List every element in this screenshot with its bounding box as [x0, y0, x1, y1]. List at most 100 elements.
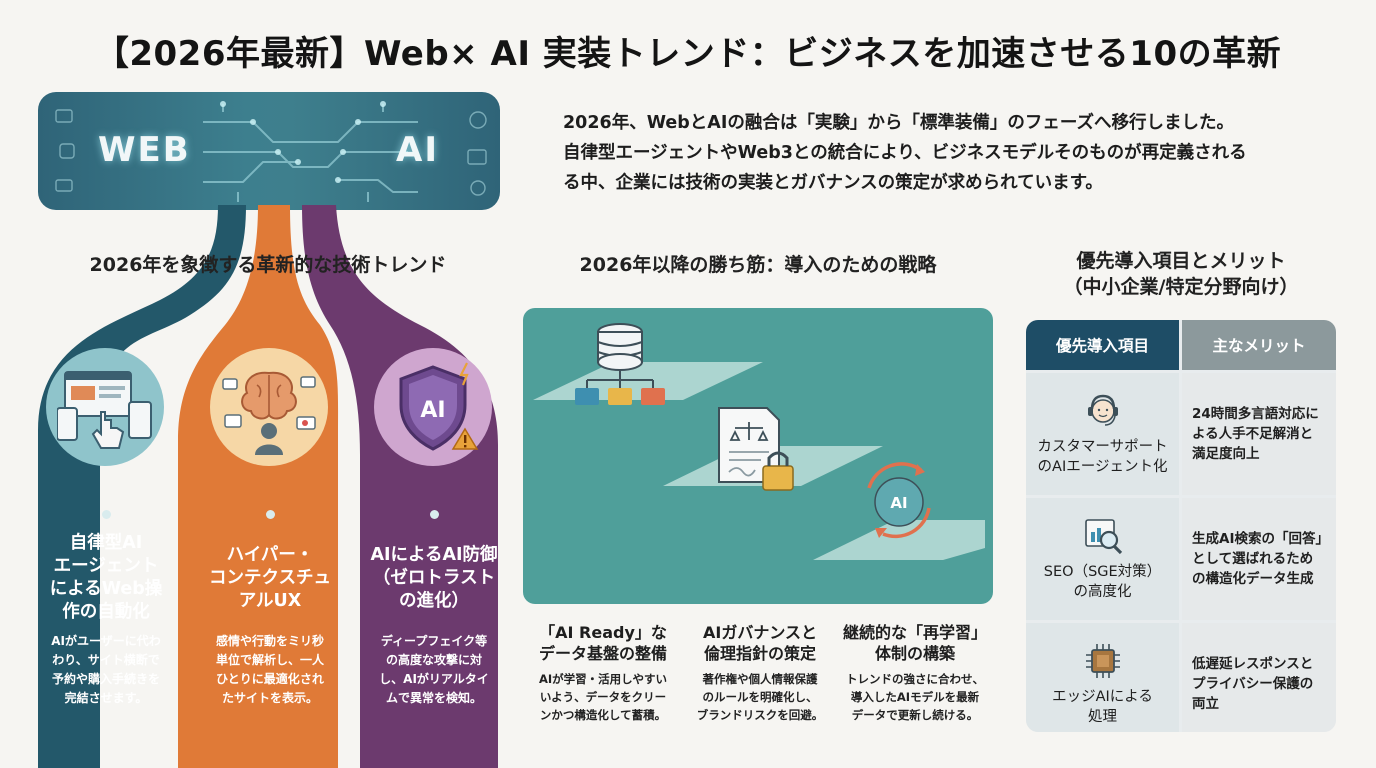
- benefit-line: 生成AI検索の「回答」: [1192, 531, 1329, 547]
- trend-icon-circle: AI: [374, 348, 492, 466]
- trend-description: AIがユーザーに代わ わり、サイト横断で 予約や購入手続きを 完結させます。: [42, 632, 170, 708]
- benefit-line: 24時間多言語対応に: [1192, 406, 1319, 422]
- governance-document-icon: [718, 407, 794, 491]
- trend-desc-line: の高度な攻撃に対: [385, 653, 482, 667]
- trend-desc-line: 完結させます。: [64, 691, 148, 705]
- benefit-cell: 低遅延レスポンスと プライバシー保護の 両立: [1182, 623, 1336, 732]
- trend-desc-line: AIがユーザーに代わ: [51, 634, 161, 648]
- strategy-desc-line: AIが学習・活用しやすい: [538, 672, 668, 686]
- trend-desc-line: ディープフェイク等: [380, 634, 488, 648]
- strategy-steps-illustration: AI: [533, 323, 985, 560]
- strategy-title-line: 倫理指針の策定: [703, 644, 816, 663]
- brain-personalization-icon: [222, 371, 316, 455]
- column-header-benefit: 主なメリット: [1182, 320, 1336, 370]
- strategy-title-line: 継続的な「再学習」: [842, 623, 987, 642]
- trend-title-line: AIによるAI防御: [370, 545, 498, 565]
- trend-icon-circle: [46, 348, 164, 466]
- stream-teal: [38, 205, 246, 768]
- intro-line: 2026年、WebとAIの融合は「実験」から「標準装備」のフェーズへ移行しました…: [563, 113, 1234, 133]
- strategy-desc-line: ンかつ構造化して蓄積。: [539, 708, 667, 722]
- database-icon: [575, 323, 665, 405]
- table-row: カスタマーサポート のAIエージェント化 24時間多言語対応に よる人手不足解消…: [1026, 373, 1336, 495]
- strategy-desc-line: トレンドの強さに合わせ、: [846, 672, 984, 686]
- intro-line: る中、企業には技術の実装とガバナンスの策定が求められています。: [563, 173, 1103, 193]
- benefit-line: プライバシー保護の: [1192, 676, 1314, 692]
- item-label: エッジAIによる 処理: [1052, 687, 1153, 727]
- trend-title: 自律型AI エージェント によるWeb操 作の自動化: [44, 532, 168, 624]
- step-platform: [813, 520, 985, 560]
- trend-title-line: コンテクスチュ: [209, 568, 331, 588]
- search-analytics-icon: [1084, 519, 1122, 555]
- ai-shield-icon: AI: [399, 362, 479, 451]
- item-label: SEO（SGE対策） の高度化: [1044, 562, 1161, 602]
- benefit-cell: 生成AI検索の「回答」 として選ばれるため の構造化データ生成: [1182, 498, 1336, 620]
- strategy-description: AIが学習・活用しやすい いよう、データをクリー ンかつ構造化して蓄積。: [523, 670, 683, 724]
- trend-title-line: （ゼロトラスト: [372, 568, 496, 588]
- priority-table: 優先導入項目 主なメリット カスタマーサポート のAIエージェント化 24時間多…: [1026, 320, 1336, 732]
- trend-desc-line: 予約や購入手続きを: [51, 672, 160, 686]
- strategy-desc-line: のルールを明確化し、: [702, 690, 818, 704]
- item-label-line: カスタマーサポート: [1037, 439, 1168, 455]
- banner-ai-label: AI: [396, 130, 439, 170]
- trend-title-line: ハイパー・: [226, 545, 314, 565]
- trend-title: AIによるAI防御 （ゼロトラスト の進化）: [360, 544, 508, 613]
- benefit-line: 満足度向上: [1192, 446, 1260, 462]
- item-cell: エッジAIによる 処理: [1026, 623, 1179, 732]
- trend-connector-dot: [430, 510, 439, 519]
- trend-desc-line: たサイトを表示。: [221, 691, 318, 705]
- strategy-title-line: 体制の構築: [874, 644, 955, 663]
- trend-streams: [38, 205, 498, 768]
- trend-desc-line: 感情や行動をミリ秒: [215, 634, 324, 648]
- benefit-line: よる人手不足解消と: [1192, 426, 1314, 442]
- trend-title: ハイパー・ コンテクスチュ アルUX: [196, 544, 344, 613]
- item-label-line: 処理: [1087, 709, 1117, 725]
- edge-chip-icon: [1085, 644, 1120, 678]
- banner-web-label: WEB: [98, 130, 191, 170]
- trend-title-line: アルUX: [238, 591, 302, 611]
- benefit-text: 生成AI検索の「回答」 として選ばれるため の構造化データ生成: [1192, 529, 1329, 589]
- trend-connector-dot: [266, 510, 275, 519]
- page-title: 【2026年最新】Web× AI 実装トレンド：ビジネスを加速させる10の革新: [94, 34, 1282, 74]
- item-cell: SEO（SGE対策） の高度化: [1026, 498, 1179, 620]
- item-label-line: エッジAIによる: [1052, 689, 1153, 705]
- column-header-item: 優先導入項目: [1026, 320, 1179, 370]
- trend-connector-dot: [102, 510, 111, 519]
- trend-title-line: によるWeb操: [49, 579, 163, 599]
- priority-heading-line: 優先導入項目とメリット: [1076, 250, 1286, 272]
- item-label-line: の高度化: [1073, 584, 1132, 600]
- trend-desc-line: し、AIがリアルタイ: [379, 672, 489, 686]
- trend-desc-line: ひとりに最適化され: [216, 672, 324, 686]
- trend-desc-line: わり、サイト横断で: [52, 653, 160, 667]
- svg-text:AI: AI: [420, 398, 445, 423]
- trend-title-line: の進化）: [399, 591, 469, 611]
- strategy-desc-line: ブランドリスクを回避。: [696, 708, 824, 722]
- intro-text: 2026年、WebとAIの融合は「実験」から「標準装備」のフェーズへ移行しました…: [563, 108, 1323, 198]
- benefit-line: 低遅延レスポンスと: [1192, 656, 1314, 672]
- benefit-text: 24時間多言語対応に よる人手不足解消と 満足度向上: [1192, 404, 1319, 464]
- benefit-line: 両立: [1192, 696, 1219, 712]
- intro-line: 自律型エージェントやWeb3との統合により、ビジネスモデルそのものが再定義される: [563, 143, 1247, 163]
- strategy-description: トレンドの強さに合わせ、 導入したAIモデルを最新 データで更新し続ける。: [832, 670, 998, 724]
- svg-text:AI: AI: [890, 494, 907, 512]
- strategy-title: 継続的な「再学習」 体制の構築: [832, 622, 998, 664]
- trend-title-line: 作の自動化: [62, 602, 150, 622]
- item-label-line: SEO（SGE対策）: [1043, 564, 1162, 580]
- circuit-pattern-icon: [55, 101, 487, 202]
- table-row: エッジAIによる 処理 低遅延レスポンスと プライバシー保護の 両立: [1026, 623, 1336, 732]
- trend-description: 感情や行動をミリ秒 単位で解析し、一人 ひとりに最適化され たサイトを表示。: [200, 632, 340, 708]
- strategy-title-line: データ基盤の整備: [538, 644, 667, 663]
- strategy-title-line: AIガバナンスと: [702, 623, 818, 642]
- benefit-text: 低遅延レスポンスと プライバシー保護の 両立: [1192, 654, 1313, 714]
- strategy-title: 「AI Ready」な データ基盤の整備: [523, 622, 683, 664]
- strategy-desc-line: 著作権や個人情報保護: [702, 672, 818, 686]
- benefit-line: として選ばれるため: [1192, 551, 1314, 567]
- trends-heading: 2026年を象徴する革新的な技術トレンド: [89, 254, 447, 276]
- strategy-heading: 2026年以降の勝ち筋：導入のための戦略: [579, 254, 937, 276]
- trend-desc-line: ムで異常を検知。: [385, 691, 482, 705]
- benefit-line: の構造化データ生成: [1192, 571, 1314, 587]
- web-automation-icon: [57, 371, 152, 449]
- strategy-desc-line: データで更新し続ける。: [851, 708, 979, 722]
- strategy-desc-line: いよう、データをクリー: [539, 690, 667, 704]
- strategy-desc-line: 導入したAIモデルを最新: [850, 690, 980, 704]
- trend-desc-line: 単位で解析し、一人: [215, 653, 324, 667]
